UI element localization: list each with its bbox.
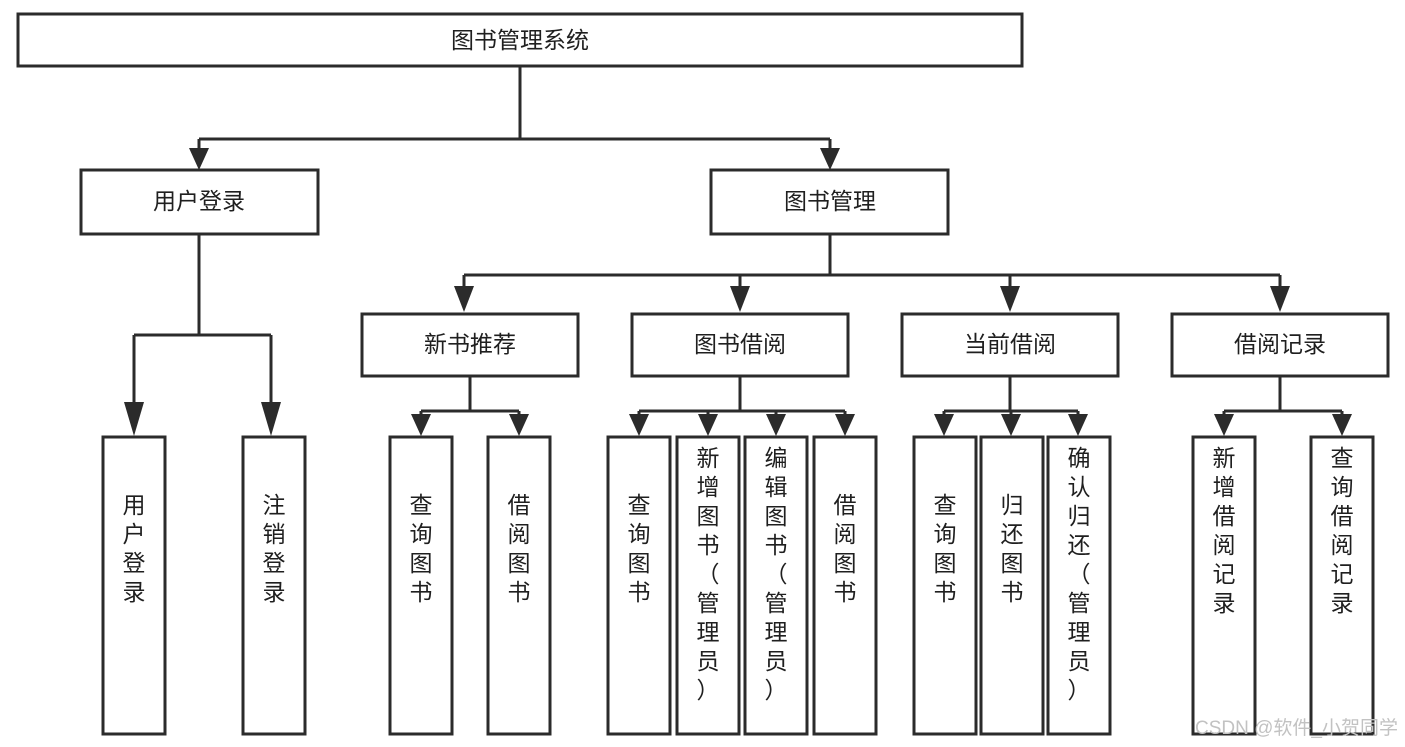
connector-group-root-to-level2 [189, 66, 840, 170]
node-leaf8[interactable]: 借阅图书 [812, 435, 878, 736]
arrowhead-icon-leaf12 [1214, 414, 1234, 436]
arrowhead-icon-leaf10 [1001, 414, 1021, 436]
node-leaf9-box[interactable] [912, 435, 978, 736]
node-leaf5-label: 查询图书 [628, 492, 651, 605]
connector-group-bookmgmt-to-level3 [454, 234, 1290, 312]
connector-group-login-to-leaves [124, 234, 281, 436]
node-leaf12-box[interactable] [1191, 435, 1257, 736]
node-leaf7[interactable]: 编辑图书（管理员） [743, 435, 809, 736]
node-bookmgmt[interactable]: 图书管理 [709, 168, 950, 236]
node-leaf3-box[interactable] [388, 435, 454, 736]
arrowhead-icon-leaf2 [261, 402, 281, 436]
arrowhead-icon-current [1000, 286, 1020, 312]
arrowhead-icon-records [1270, 286, 1290, 312]
arrowhead-icon-to-bookmgmt [820, 148, 840, 170]
node-leaf2[interactable]: 注销登录 [241, 435, 307, 736]
node-leaf13[interactable]: 查询借阅记录 [1309, 435, 1375, 736]
node-leaf10[interactable]: 归还图书 [979, 435, 1045, 736]
node-leaf3-label: 查询图书 [410, 492, 433, 605]
node-login[interactable]: 用户登录 [79, 168, 320, 236]
node-leaf6-label: 新增图书（管理员） [697, 445, 720, 703]
node-leaf5[interactable]: 查询图书 [606, 435, 672, 736]
connector-group-borrow-to-leaves [629, 376, 855, 436]
node-leaf2-label: 注销登录 [263, 492, 286, 605]
arrowhead-icon-borrow [730, 286, 750, 312]
node-leaf7-label: 编辑图书（管理员） [765, 445, 788, 703]
node-leaf4-box[interactable] [486, 435, 552, 736]
node-leaf3[interactable]: 查询图书 [388, 435, 454, 736]
node-bookmgmt-label: 图书管理 [784, 188, 876, 214]
watermark-label: CSDN @软件_小贺同学 [1195, 717, 1398, 739]
arrowhead-icon-leaf7 [766, 414, 786, 436]
arrowhead-icon-leaf13 [1332, 414, 1352, 436]
node-records-label: 借阅记录 [1234, 331, 1326, 357]
node-root-box[interactable] [16, 12, 1024, 68]
node-borrow[interactable]: 图书借阅 [630, 312, 850, 378]
node-borrow-box[interactable] [630, 312, 850, 378]
arrowhead-icon-leaf8 [835, 414, 855, 436]
node-root[interactable]: 图书管理系统 [16, 12, 1024, 68]
node-newbook-label: 新书推荐 [424, 331, 516, 357]
node-leaf6-box[interactable] [675, 435, 741, 736]
arrowhead-icon-leaf5 [629, 414, 649, 436]
node-leaf9[interactable]: 查询图书 [912, 435, 978, 736]
arrowhead-icon-newbook [454, 286, 474, 312]
node-leaf13-box[interactable] [1309, 435, 1375, 736]
arrowhead-icon-leaf1 [124, 402, 144, 436]
node-current-box[interactable] [900, 312, 1120, 378]
node-records[interactable]: 借阅记录 [1170, 312, 1390, 378]
node-leaf11-label: 确认归还（管理员） [1068, 445, 1091, 703]
node-current-label: 当前借阅 [964, 331, 1056, 357]
node-leaf8-label: 借阅图书 [834, 492, 857, 605]
node-root-label: 图书管理系统 [451, 27, 589, 53]
connector-group-records-to-leaves [1214, 376, 1352, 436]
arrowhead-icon-leaf11 [1068, 414, 1088, 436]
node-newbook[interactable]: 新书推荐 [360, 312, 580, 378]
arrowhead-icon-to-login [189, 148, 209, 170]
node-bookmgmt-box[interactable] [709, 168, 950, 236]
arrowhead-icon-leaf3 [411, 414, 431, 436]
node-leaf1[interactable]: 用户登录 [101, 435, 167, 736]
node-leaf6[interactable]: 新增图书（管理员） [675, 435, 741, 736]
node-leaf10-label: 归还图书 [1001, 492, 1024, 605]
node-leaf4[interactable]: 借阅图书 [486, 435, 552, 736]
node-current[interactable]: 当前借阅 [900, 312, 1120, 378]
arrowhead-icon-leaf9 [934, 414, 954, 436]
node-leaf9-label: 查询图书 [934, 492, 957, 605]
node-records-box[interactable] [1170, 312, 1390, 378]
node-login-box[interactable] [79, 168, 320, 236]
node-leaf8-box[interactable] [812, 435, 878, 736]
node-login-label: 用户登录 [153, 188, 245, 214]
node-leaf7-box[interactable] [743, 435, 809, 736]
node-leaf12-label: 新增借阅记录 [1213, 445, 1236, 616]
node-leaf13-label: 查询借阅记录 [1331, 445, 1354, 616]
arrowhead-icon-leaf4 [509, 414, 529, 436]
node-leaf11[interactable]: 确认归还（管理员） [1046, 435, 1112, 736]
node-leaf12[interactable]: 新增借阅记录 [1191, 435, 1257, 736]
node-leaf1-box[interactable] [101, 435, 167, 736]
node-borrow-label: 图书借阅 [694, 331, 786, 357]
connector-group-current-to-leaves [934, 376, 1088, 436]
arrowhead-icon-leaf6 [698, 414, 718, 436]
node-leaf10-box[interactable] [979, 435, 1045, 736]
node-leaf1-label: 用户登录 [123, 492, 146, 605]
connector-group-newbook-to-leaves [411, 376, 529, 436]
node-leaf11-box[interactable] [1046, 435, 1112, 736]
node-leaf4-label: 借阅图书 [508, 492, 531, 605]
node-leaf2-box[interactable] [241, 435, 307, 736]
node-leaf5-box[interactable] [606, 435, 672, 736]
node-newbook-box[interactable] [360, 312, 580, 378]
